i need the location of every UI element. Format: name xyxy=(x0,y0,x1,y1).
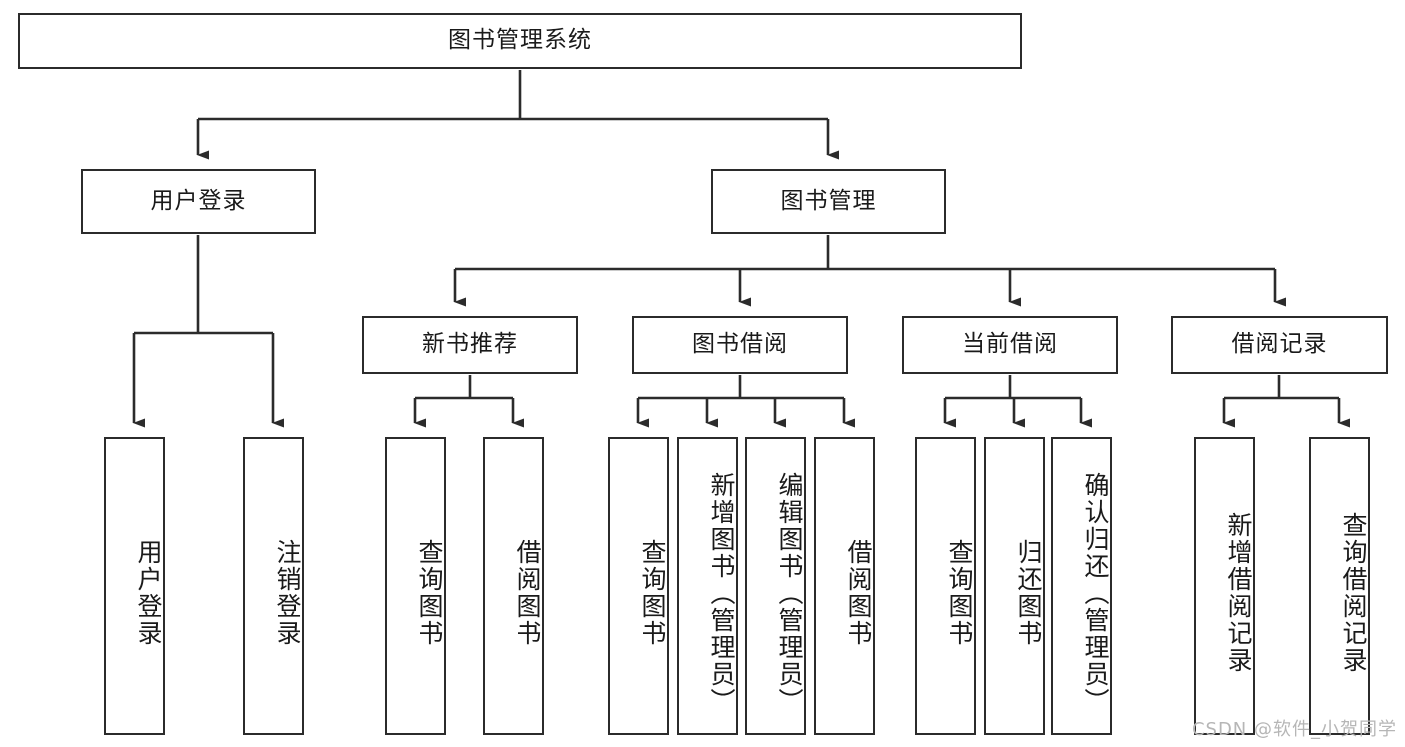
node-label: 查询图书 xyxy=(415,539,444,647)
node-book-borrow[interactable]: 图书借阅 xyxy=(632,316,848,374)
node-label: 查询借阅记录 xyxy=(1339,512,1368,674)
node-label: 当前借阅 xyxy=(962,331,1058,358)
leaf-borrow-record-query[interactable]: 查询借阅记录 xyxy=(1309,437,1370,735)
node-label: 借阅记录 xyxy=(1231,331,1328,358)
node-label: 图书管理系统 xyxy=(448,27,592,54)
leaf-borrow-record-add[interactable]: 新增借阅记录 xyxy=(1194,437,1255,735)
node-root-system[interactable]: 图书管理系统 xyxy=(18,13,1022,69)
node-label: 确认归还（管理员） xyxy=(1081,471,1110,715)
node-borrow-record[interactable]: 借阅记录 xyxy=(1171,316,1388,374)
node-new-book-recommend[interactable]: 新书推荐 xyxy=(362,316,578,374)
node-label: 查询图书 xyxy=(945,539,974,647)
node-label: 图书管理 xyxy=(780,187,877,214)
leaf-user-login-signout[interactable]: 注销登录 xyxy=(243,437,304,735)
watermark-text: CSDN @软件_小贺同学 xyxy=(1191,719,1397,740)
node-label: 图书借阅 xyxy=(692,331,788,358)
leaf-current-borrow-query[interactable]: 查询图书 xyxy=(915,437,976,735)
node-label: 注销登录 xyxy=(273,539,302,647)
leaf-book-borrow-query[interactable]: 查询图书 xyxy=(608,437,669,735)
node-label: 用户登录 xyxy=(150,187,247,214)
node-label: 新增借阅记录 xyxy=(1224,512,1253,674)
leaf-current-borrow-return[interactable]: 归还图书 xyxy=(984,437,1045,735)
node-label: 新增图书（管理员） xyxy=(707,471,736,715)
node-current-borrow[interactable]: 当前借阅 xyxy=(902,316,1118,374)
leaf-book-borrow-borrow[interactable]: 借阅图书 xyxy=(814,437,875,735)
node-label: 用户登录 xyxy=(134,539,163,647)
node-label: 归还图书 xyxy=(1014,539,1043,647)
leaf-book-borrow-edit[interactable]: 编辑图书（管理员） xyxy=(745,437,806,735)
node-label: 借阅图书 xyxy=(513,539,542,647)
leaf-current-borrow-confirm-return[interactable]: 确认归还（管理员） xyxy=(1051,437,1112,735)
node-label: 查询图书 xyxy=(638,539,667,647)
leaf-user-login-signin[interactable]: 用户登录 xyxy=(104,437,165,735)
leaf-new-book-borrow[interactable]: 借阅图书 xyxy=(483,437,544,735)
node-user-login[interactable]: 用户登录 xyxy=(81,169,316,234)
node-label: 编辑图书（管理员） xyxy=(775,471,804,715)
node-label: 新书推荐 xyxy=(422,331,518,358)
leaf-new-book-query[interactable]: 查询图书 xyxy=(385,437,446,735)
node-book-management[interactable]: 图书管理 xyxy=(711,169,946,234)
node-label: 借阅图书 xyxy=(844,539,873,647)
leaf-book-borrow-add[interactable]: 新增图书（管理员） xyxy=(677,437,738,735)
